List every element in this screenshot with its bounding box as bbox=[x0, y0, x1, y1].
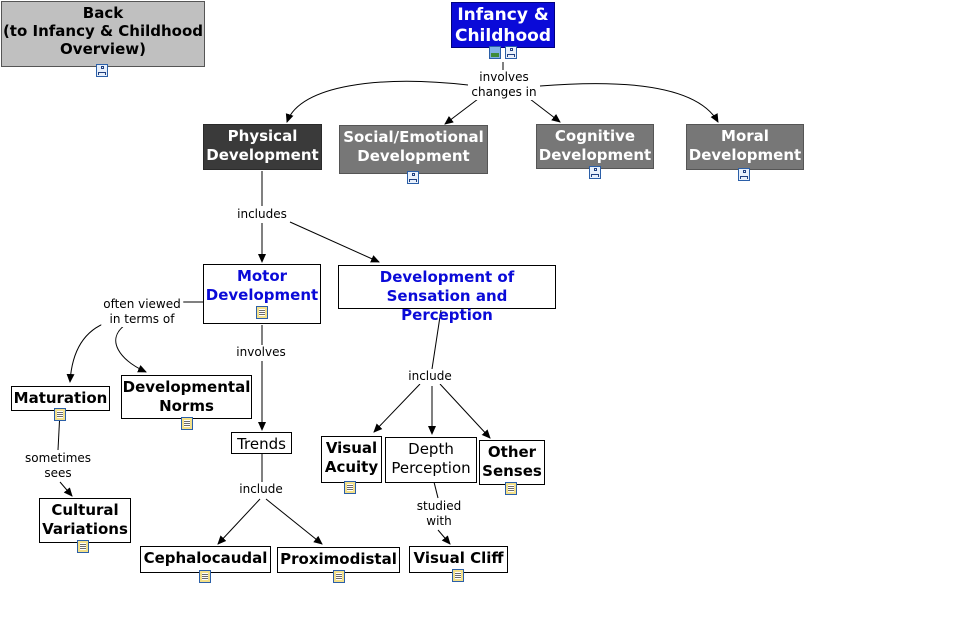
node-label: Motor Development bbox=[205, 267, 319, 304]
link-label-involves-changes-in: involves changes in bbox=[469, 70, 539, 100]
node-label: Visual Acuity bbox=[324, 439, 379, 476]
document-icon[interactable] bbox=[54, 408, 66, 421]
document-icon[interactable] bbox=[505, 482, 517, 495]
node-sensation-perception[interactable]: Development of Sensation and Perception bbox=[338, 265, 556, 324]
link-label-often-viewed: often viewed in terms of bbox=[101, 297, 183, 327]
link-label-sometimes-sees: sometimes sees bbox=[22, 451, 94, 481]
submap-icon[interactable] bbox=[407, 171, 419, 184]
link-label-include: include bbox=[406, 369, 454, 384]
node-cephalocaudal[interactable]: Cephalocaudal bbox=[140, 546, 271, 573]
node-developmental-norms[interactable]: Developmental Norms bbox=[121, 375, 252, 419]
node-label: Trends bbox=[237, 435, 286, 453]
node-depth-perception[interactable]: Depth Perception bbox=[385, 437, 477, 483]
back-button[interactable]: Back (to Infancy & Childhood Overview) bbox=[1, 1, 205, 67]
submap-icon[interactable] bbox=[738, 168, 750, 181]
node-label: Physical Development bbox=[206, 127, 319, 164]
node-label: Developmental Norms bbox=[122, 378, 251, 415]
link-label-involves: involves bbox=[234, 345, 288, 360]
node-label: Social/Emotional Development bbox=[343, 128, 484, 165]
node-label: Visual Cliff bbox=[413, 549, 504, 567]
node-label: Depth Perception bbox=[391, 440, 471, 477]
link-label-include: include bbox=[237, 482, 285, 497]
document-icon[interactable] bbox=[77, 540, 89, 553]
node-social-emotional-development[interactable]: Social/Emotional Development bbox=[339, 125, 488, 174]
node-motor-development[interactable]: Motor Development bbox=[203, 264, 321, 324]
document-icon[interactable] bbox=[344, 481, 356, 494]
node-maturation[interactable]: Maturation bbox=[11, 386, 110, 411]
root-node-label: Infancy & Childhood bbox=[454, 5, 552, 46]
node-label: Other Senses bbox=[482, 443, 542, 480]
node-proximodistal[interactable]: Proximodistal bbox=[277, 547, 400, 573]
node-label: Cognitive Development bbox=[538, 127, 652, 164]
node-label: Development of Sensation and Perception bbox=[379, 268, 515, 324]
node-trends[interactable]: Trends bbox=[231, 432, 292, 454]
submap-icon[interactable] bbox=[505, 46, 517, 59]
node-physical-development[interactable]: Physical Development bbox=[203, 124, 322, 170]
image-icon[interactable] bbox=[489, 46, 501, 59]
link-label-studied-with: studied with bbox=[414, 499, 464, 529]
node-moral-development[interactable]: Moral Development bbox=[686, 124, 804, 170]
node-visual-acuity[interactable]: Visual Acuity bbox=[321, 436, 382, 483]
document-icon[interactable] bbox=[181, 417, 193, 430]
submap-icon[interactable] bbox=[589, 166, 601, 179]
node-cognitive-development[interactable]: Cognitive Development bbox=[536, 124, 654, 169]
node-other-senses[interactable]: Other Senses bbox=[479, 440, 545, 485]
node-label: Cultural Variations bbox=[42, 501, 128, 538]
node-label: Maturation bbox=[13, 389, 108, 407]
node-label: Proximodistal bbox=[280, 550, 397, 568]
document-icon[interactable] bbox=[333, 570, 345, 583]
document-icon[interactable] bbox=[256, 306, 268, 319]
node-cultural-variations[interactable]: Cultural Variations bbox=[39, 498, 131, 543]
document-icon[interactable] bbox=[199, 570, 211, 583]
link-label-includes: includes bbox=[235, 207, 289, 222]
root-node-infancy-childhood[interactable]: Infancy & Childhood bbox=[451, 2, 555, 48]
node-visual-cliff[interactable]: Visual Cliff bbox=[409, 546, 508, 573]
node-label: Cephalocaudal bbox=[143, 549, 268, 567]
submap-icon[interactable] bbox=[96, 64, 108, 77]
document-icon[interactable] bbox=[452, 569, 464, 582]
back-button-label: Back (to Infancy & Childhood Overview) bbox=[2, 4, 204, 58]
node-label: Moral Development bbox=[688, 127, 802, 164]
